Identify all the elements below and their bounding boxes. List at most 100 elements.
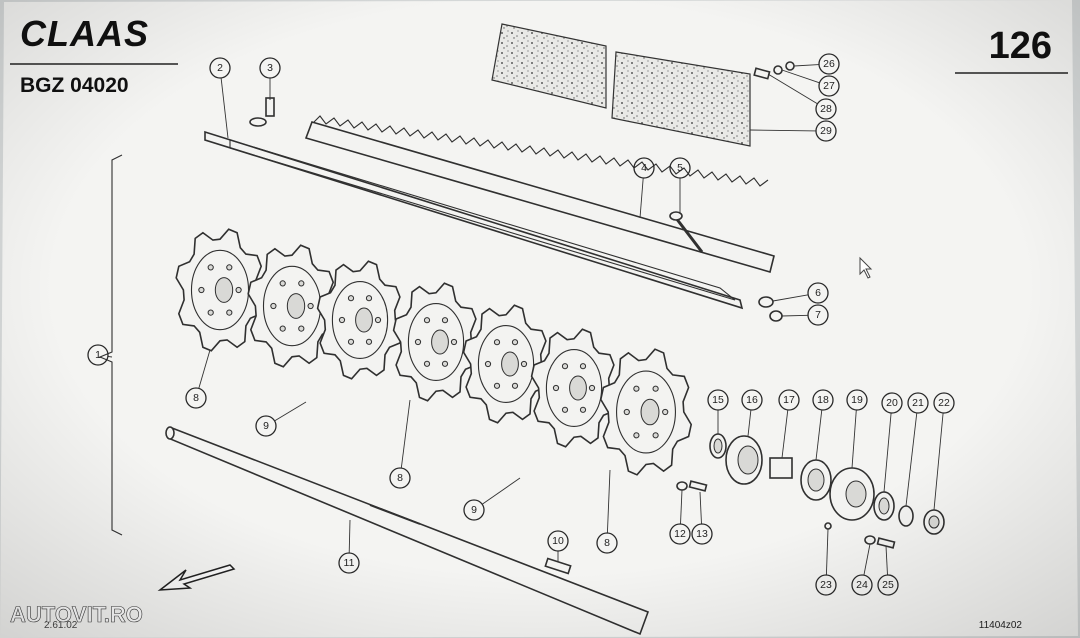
screw-23 [824,522,832,530]
sprocket-bolt-hole [198,286,205,294]
sprocket-hub-hole [286,293,306,319]
sprocket-bolt-hole [347,295,355,302]
sprocket-bolt-hole [347,338,355,345]
callout-number: 25 [882,579,894,591]
callout-number: 9 [263,420,269,432]
ring-20-bore [878,497,890,515]
callout-number: 27 [823,80,835,92]
callout-number: 26 [823,58,835,70]
callout-number: 21 [912,397,924,409]
sprocket-bolt-hole [298,280,305,287]
callout-number: 1 [95,349,101,361]
sprocket-bolt-hole [511,382,519,389]
doc-code: BGZ 04020 [20,74,129,97]
washer-24 [864,535,876,545]
callout-number: 8 [604,537,610,549]
sprocket-hub-hole [501,351,519,377]
sprocket-bolt-hole [652,432,659,439]
sprocket-bolt-hole [298,325,305,332]
nut-22-bore [928,515,940,529]
callout-number: 22 [938,397,950,409]
callout-number: 6 [815,287,821,299]
sprocket-bolt-hole [662,408,669,416]
callout-number: 17 [783,394,795,406]
callout-number: 9 [471,504,477,516]
page-number: 126 [989,25,1052,67]
sprocket-bolt-hole [374,316,382,324]
sprocket-bolt-hole [226,264,233,271]
flange-19-bore [845,480,867,508]
bolt-3-washer [249,117,267,127]
callout-number: 10 [552,535,564,547]
sprocket-bolt-hole [623,408,630,416]
callout-number: 8 [397,472,403,484]
sprocket-bolt-hole [207,309,214,316]
sprocket-bolt-hole [207,264,214,271]
bolt-3-head [265,97,275,117]
callout-number: 20 [886,397,898,409]
callout-number: 12 [674,528,686,540]
sprocket-bolt-hole [511,339,519,346]
callout-number: 18 [817,394,829,406]
callout-number: 28 [820,103,832,115]
callout-number: 3 [267,62,273,74]
sprocket-bolt-hole [226,309,233,316]
sprocket-bolt-hole [270,302,277,310]
bearing-18-bore [807,468,825,492]
sprocket-bolt-hole [579,363,587,370]
sprocket-bolt-hole [423,317,431,324]
sprocket-hub-hole [214,277,234,303]
sprocket-bolt-hole [441,360,449,367]
callout-number: 2 [217,62,223,74]
nut-26 [785,61,795,71]
callout-number: 7 [815,309,821,321]
sleeve-17 [769,457,793,479]
sprocket-bolt-hole [652,385,659,392]
sprocket-bolt-hole [493,382,501,389]
sprocket-bolt-hole [235,286,242,294]
callout-number: 15 [712,394,724,406]
sprocket-bolt-hole [450,338,458,346]
sprocket-bolt-hole [279,280,286,287]
sprocket-bolt-hole [423,360,431,367]
callout-number: 29 [820,125,832,137]
washer-12 [676,481,688,491]
sprocket-bolt-hole [484,360,492,368]
sprocket-bolt-hole [441,317,449,324]
sprocket-bolt-hole [338,316,346,324]
callout-number: 13 [696,528,708,540]
sprocket-bolt-hole [561,363,569,370]
sprocket-bolt-hole [588,384,596,392]
washer-6 [758,296,774,308]
claas-logo: CLAAS [20,13,149,54]
callout-number: 19 [851,394,863,406]
callout-number: 4 [641,162,647,174]
ring-21 [898,505,914,527]
nut-7 [769,310,783,322]
sprocket-hub-hole [640,398,660,426]
sprocket-bolt-hole [279,325,286,332]
sprocket-bolt-hole [493,339,501,346]
washer-27 [773,65,783,75]
sprocket-bolt-hole [633,432,640,439]
sprocket-bolt-hole [520,360,528,368]
autovit-watermark: AUTOVIT.RO [10,602,143,627]
sprocket-hub-hole [569,375,587,401]
ring-15-bore [713,438,723,454]
sprocket-bolt-hole [365,338,373,345]
sprocket-bolt-hole [307,302,314,310]
callout-number: 11 [344,557,355,569]
sprocket-bolt-hole [414,338,422,346]
sprocket-hub-hole [431,329,449,355]
callout-number: 5 [677,162,683,174]
hub-16-bore [737,445,759,475]
sprocket-hub-hole [355,307,373,333]
shaft-11-end [165,426,175,440]
sprocket-bolt-hole [552,384,560,392]
sprocket-bolt-hole [365,295,373,302]
sprocket-bolt-hole [579,406,587,413]
callout-number: 16 [746,394,758,406]
sprocket-bolt-hole [633,385,640,392]
